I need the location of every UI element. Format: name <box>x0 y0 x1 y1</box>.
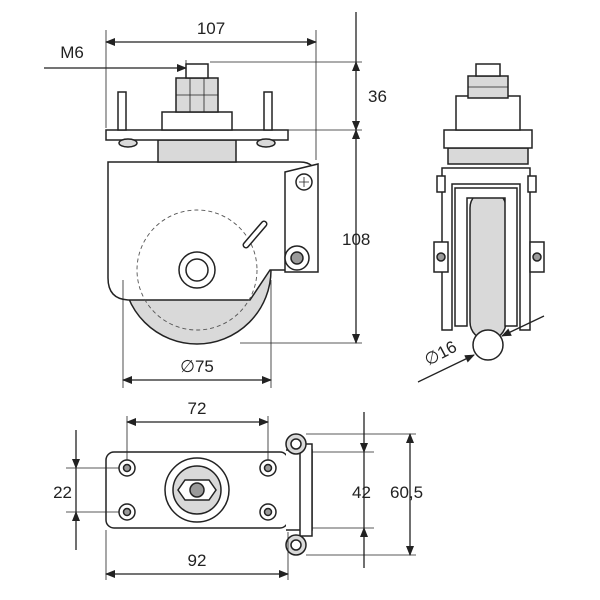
dim-thread: M6 <box>44 43 187 76</box>
front-bracket <box>455 95 521 131</box>
wheel-hidden-edge <box>136 209 258 331</box>
fork-inner <box>454 187 518 327</box>
label-thread: M6 <box>60 43 84 62</box>
fork <box>441 167 531 331</box>
pivot-inner <box>290 251 304 265</box>
dim-width-total: 60,5 <box>306 433 423 556</box>
side-bracket <box>284 163 319 273</box>
side-view <box>105 63 319 345</box>
front-plate <box>443 129 533 149</box>
label-height-total: 108 <box>342 230 370 249</box>
label-bolt-spacing-y: 22 <box>53 483 72 502</box>
label-width-total: 60,5 <box>390 483 423 502</box>
dim-wheel-diameter: ∅75 <box>122 280 272 388</box>
swivel-ring <box>157 139 237 163</box>
bolt-tip <box>185 63 209 79</box>
dim-bolt-spacing-y: 22 <box>53 430 119 550</box>
dim-bolt-spacing-x: 72 <box>126 399 269 460</box>
label-width-42: 42 <box>352 483 371 502</box>
dim-width-top: 107 <box>105 19 317 160</box>
front-swivel <box>447 147 529 165</box>
stud-left <box>117 91 127 131</box>
mount-plate <box>105 129 289 141</box>
wheel-front <box>469 189 507 341</box>
washer <box>161 111 233 131</box>
dim-plate-length: 92 <box>105 530 289 580</box>
housing <box>107 161 317 301</box>
dim-width-42: 42 <box>312 412 374 568</box>
front-view <box>433 63 545 361</box>
label-plate-length: 92 <box>188 551 207 570</box>
label-height-plate: 36 <box>368 87 387 106</box>
top-view <box>105 433 313 556</box>
axle-inner <box>185 258 209 282</box>
label-bolt-spacing-x: 72 <box>188 399 207 418</box>
label-width-top: 107 <box>197 19 225 38</box>
dim-height-plate: 36 <box>210 12 387 131</box>
dim-height-total: 108 <box>240 129 370 344</box>
stud-right <box>263 91 273 131</box>
label-wheel-diameter: ∅75 <box>180 357 214 376</box>
front-axle <box>472 329 504 361</box>
